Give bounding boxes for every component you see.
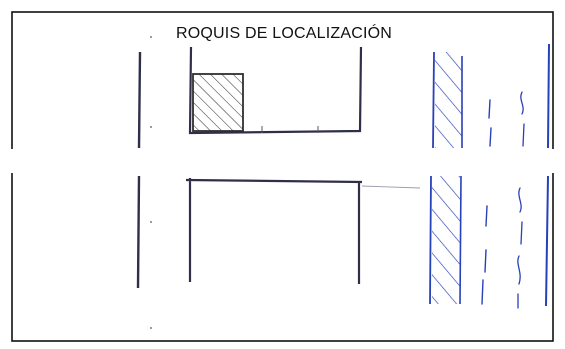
- scan-gap: [0, 149, 565, 173]
- lower-block-faint: [361, 185, 421, 189]
- lower-block-outline: [185, 178, 363, 284]
- left-street-line-upper: [137, 51, 142, 149]
- handwritten-scribble: [481, 99, 492, 305]
- sketch-dot: [150, 327, 152, 329]
- sketch-dot: [150, 126, 152, 128]
- sketch-dot: [150, 36, 152, 38]
- hatched-lot: [192, 73, 244, 132]
- sketch-dot: [150, 221, 152, 223]
- handwritten-scribble: [517, 91, 525, 309]
- left-street-line-lower: [136, 175, 141, 289]
- right-street-line: [545, 43, 550, 307]
- upper-block-tick: [261, 126, 319, 133]
- page-title: ROQUIS DE LOCALIZACIÓN: [176, 25, 392, 42]
- avenue-band-upper: [435, 52, 462, 148]
- avenue-band-lower: [432, 176, 460, 304]
- avenue-band-right-edge: [459, 56, 463, 305]
- upper-block-outline: [188, 46, 363, 135]
- sheet-border: [11, 11, 554, 342]
- avenue-band-left-edge: [429, 51, 435, 305]
